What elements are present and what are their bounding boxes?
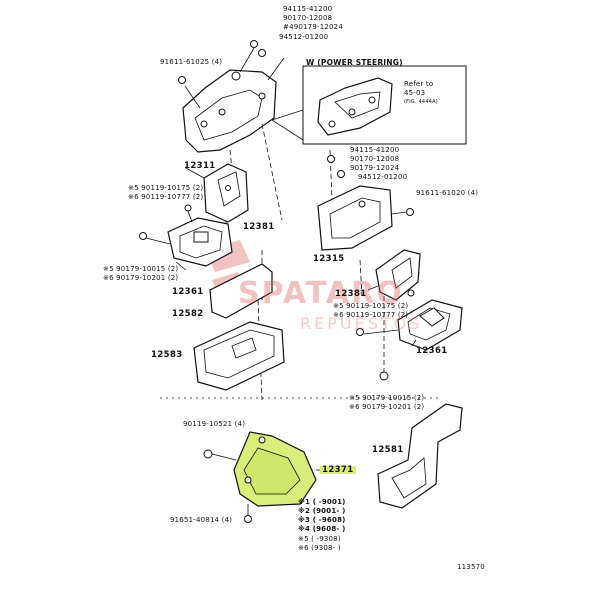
part-12361-right-mount	[397, 299, 463, 351]
label-12582: 12582	[172, 309, 204, 319]
label-top-p2: 90170-12008	[283, 14, 333, 22]
label-right-90119-b: ※6 90119-10777 (2)	[333, 311, 409, 319]
label-mid-p3: 90179-12024	[350, 164, 400, 172]
label-12581: 12581	[372, 445, 404, 455]
part-12315-bracket	[317, 185, 393, 251]
inset-refer-line1: Refer to	[404, 80, 434, 88]
label-12361-right: 12361	[416, 346, 448, 356]
label-12311: 12311	[184, 161, 216, 171]
label-top-p1: 94115-41200	[283, 5, 333, 13]
legend-item-3: ※3 ( -9608)	[298, 516, 346, 524]
label-12381-left: 12381	[243, 222, 275, 232]
label-12361-left: 12361	[172, 287, 204, 297]
part-12583-lower-cover	[193, 321, 285, 391]
legend-item-2: ※2 (9001- )	[298, 507, 346, 515]
label-12315: 12315	[313, 254, 345, 264]
legend-item-5: ※5 ( -9308)	[298, 535, 341, 543]
label-right-90179-b: ※6 90179-10201 (2)	[349, 403, 425, 411]
label-12381-right: 12381	[335, 289, 367, 299]
label-left-90179-a: ※5 90179-10015 (2)	[103, 265, 179, 273]
legend-item-1: ※1 ( -9001)	[298, 498, 346, 506]
legend-item-4: ※4 (9608- )	[298, 525, 346, 533]
label-left-90179-b: ※6 90179-10201 (2)	[103, 274, 179, 282]
label-mid-p4: 94512-01200	[358, 173, 408, 181]
inset-refer-line2: 45-03	[404, 89, 426, 97]
label-mid-p2: 90170-12008	[350, 155, 400, 163]
label-right-90119-a: ※5 90119-10175 (2)	[333, 302, 409, 310]
label-top-p4: 94512-01200	[279, 33, 329, 41]
label-bottom-bolt-top: 90119-10521 (4)	[183, 420, 246, 428]
part-12381-left-insulator	[203, 163, 249, 223]
watermark-sub: REPUESTOS	[300, 314, 423, 333]
label-left-90119-a: ※5 90119-10175 (2)	[128, 184, 204, 192]
label-12583: 12583	[151, 350, 183, 360]
label-right-90179-a: ※5 90179-10015 (2)	[349, 394, 425, 402]
label-12371: 12371	[320, 465, 356, 475]
part-12311-bracket	[182, 69, 277, 153]
label-right-bolt: 91611-61020 (4)	[416, 189, 479, 197]
part-12581-panel	[377, 403, 463, 509]
part-12361-left-mount	[167, 217, 233, 267]
figure-number: 113570	[457, 563, 485, 571]
part-12582-cover	[209, 263, 273, 319]
legend-item-6: ※6 (9308- )	[298, 544, 341, 552]
label-top-p3: #490179-12024	[283, 23, 343, 31]
inset-refer-line3: (FIG. 4444A)	[404, 99, 438, 105]
label-mid-p1: 94115-41200	[350, 146, 400, 154]
part-12381-right-insulator	[375, 249, 421, 301]
label-left-90119-b: ※6 90119-10777 (2)	[128, 193, 204, 201]
label-bottom-bolt-bottom: 91651-40814 (4)	[170, 516, 233, 524]
inset-title: W (POWER STEERING)	[306, 58, 403, 67]
inset-power-steering	[271, 65, 467, 145]
part-12371-bracket	[233, 431, 317, 507]
watermark-brand: SPATARO	[238, 276, 404, 311]
label-left-bolt: 91611-61025 (4)	[160, 58, 223, 66]
